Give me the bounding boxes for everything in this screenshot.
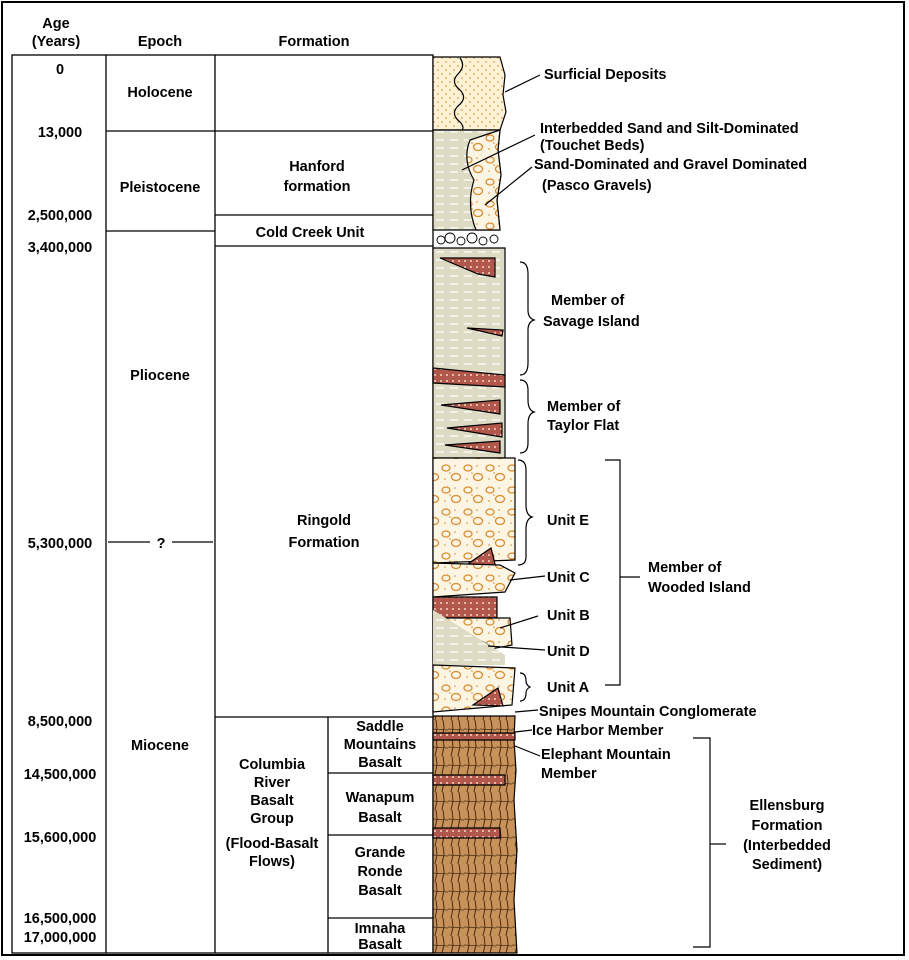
layer-unit-e (433, 458, 515, 563)
annotation-ellensburg-line: Ellensburg (750, 798, 825, 814)
subformation-imnaha-line: Imnaha (355, 921, 407, 937)
annotation-elephant-line2: Member (541, 766, 597, 782)
header-age-line1: Age (42, 16, 69, 32)
annotation-savage-line1: Member of (551, 293, 624, 309)
subformation-saddle-line: Saddle (356, 719, 404, 735)
annotation-pasco-line2: (Pasco Gravels) (542, 178, 652, 194)
formation-crbg-line: Group (250, 811, 294, 827)
annotation-unit-d: Unit D (547, 644, 590, 660)
age-label: 3,400,000 (28, 240, 93, 256)
age-label: 14,500,000 (24, 767, 97, 783)
annotation-unit-c: Unit C (547, 570, 590, 586)
epoch-question-mark: ? (157, 536, 166, 552)
annotation-wooded-line1: Member of (648, 560, 721, 576)
subformation-imnaha-line: Basalt (358, 937, 402, 953)
annotation-savage-line2: Savage Island (543, 314, 640, 330)
annotation-touchet-line1: Interbedded Sand and Silt-Dominated (540, 121, 799, 137)
subformation-wanapum-line: Wanapum (346, 790, 415, 806)
age-label: 17,000,000 (24, 930, 97, 946)
formation-hanford-line2: formation (284, 179, 351, 195)
formation-crbg-line: Flows) (249, 854, 295, 870)
header-epoch: Epoch (138, 34, 182, 50)
formation-crbg-line: Basalt (250, 793, 294, 809)
epoch-pleistocene: Pleistocene (120, 180, 201, 196)
age-label: 5,300,000 (28, 536, 93, 552)
subformation-saddle: Saddle Mountains Basalt (344, 719, 417, 771)
annotation-touchet-line2: (Touchet Beds) (540, 138, 645, 154)
age-label: 0 (56, 62, 64, 78)
age-label: 8,500,000 (28, 714, 93, 730)
layer-wanapum-interbed (433, 828, 500, 838)
age-label: 15,600,000 (24, 830, 97, 846)
annotation-elephant-line1: Elephant Mountain (541, 747, 671, 763)
annotation-ice-harbor: Ice Harbor Member (532, 723, 664, 739)
subformation-grande-line: Grande (355, 845, 406, 861)
subformation-saddle-line: Basalt (358, 755, 402, 771)
subformation-wanapum-line: Basalt (358, 810, 402, 826)
header-formation: Formation (279, 34, 350, 50)
age-labels: 0 13,000 2,500,000 3,400,000 5,300,000 8… (24, 62, 97, 946)
formation-crbg-line: Columbia (239, 757, 306, 773)
annotation-taylor-line2: Taylor Flat (547, 418, 619, 434)
annotation-ellensburg-line: (Interbedded (743, 838, 831, 854)
layer-elephant-mountain-interbed (433, 775, 505, 785)
annotation-taylor-line1: Member of (547, 399, 620, 415)
layer-unit-c (433, 563, 515, 597)
annotation-unit-b: Unit B (547, 608, 590, 624)
formation-ringold-line2: Formation (289, 535, 360, 551)
subformation-saddle-line: Mountains (344, 737, 417, 753)
formation-crbg: Columbia River Basalt Group (Flood-Basal… (226, 757, 319, 870)
age-label: 13,000 (38, 125, 82, 141)
age-label: 2,500,000 (28, 208, 93, 224)
subformation-grande-line: Basalt (358, 883, 402, 899)
annotation-wooded-line2: Wooded Island (648, 580, 751, 596)
layer-cold-creek-pebbles (437, 233, 498, 245)
layer-surficial-deposits (433, 57, 506, 130)
header-age-line2: (Years) (32, 34, 81, 50)
age-label: 16,500,000 (24, 911, 97, 927)
layer-unit-b (433, 597, 497, 618)
epoch-miocene: Miocene (131, 738, 189, 754)
annotation-surficial: Surficial Deposits (544, 67, 666, 83)
formation-crbg-line: River (254, 775, 291, 791)
annotation-unit-a: Unit A (547, 680, 590, 696)
layer-ice-harbor (433, 733, 515, 740)
annotation-pasco-line1: Sand-Dominated and Gravel Dominated (534, 157, 807, 173)
formation-ringold-line1: Ringold (297, 513, 351, 529)
epoch-holocene: Holocene (127, 85, 192, 101)
formation-hanford-line1: Hanford (289, 159, 345, 175)
formation-crbg-line: (Flood-Basalt (226, 836, 319, 852)
formation-cold-creek: Cold Creek Unit (256, 225, 365, 241)
subformation-grande-line: Ronde (357, 864, 402, 880)
annotation-unit-e: Unit E (547, 513, 589, 529)
annotation-ellensburg-line: Formation (752, 818, 823, 834)
epoch-pliocene: Pliocene (130, 368, 190, 384)
annotation-ellensburg-line: Sediment) (752, 857, 822, 873)
lithologic-column (433, 57, 517, 953)
annotation-snipes: Snipes Mountain Conglomerate (539, 704, 757, 720)
